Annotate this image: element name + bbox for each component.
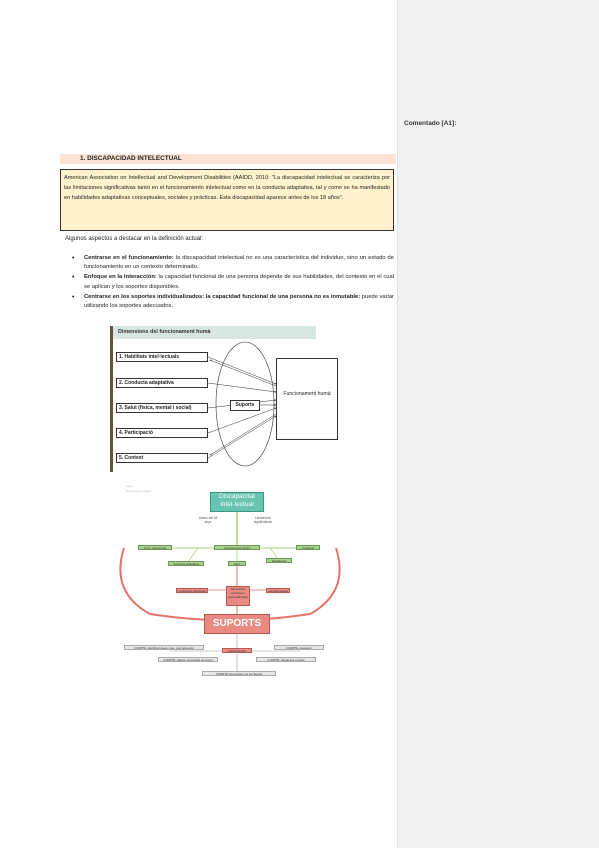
grey-node: COMPTE: identificar àrees i cap. més rel… bbox=[124, 645, 204, 650]
grey-node: COMPTE: Reconèixer qui és l'afectat bbox=[202, 671, 276, 676]
green-node: Conducta adaptativa bbox=[168, 561, 204, 566]
bullet-bold: Centrarse en el funcionamiento: bbox=[84, 255, 174, 261]
dimensions-arrows bbox=[207, 341, 277, 467]
bullet-text: puede variar utilizando los soportes ade… bbox=[84, 293, 394, 310]
grey-node: COMPTE: Seguiment i revisió bbox=[256, 657, 316, 662]
bullet-text: la discapacidad intelectual no es una ca… bbox=[84, 255, 394, 271]
dimension-box: 2. Conducta adaptativa bbox=[116, 378, 208, 388]
supports-box: Suports bbox=[230, 400, 260, 411]
document-page: 1. DISCAPACIDAD INTELECTUAL American Ass… bbox=[0, 0, 397, 848]
dimension-box: 5. Context bbox=[116, 453, 208, 463]
red-node: Limitacions funcionals bbox=[176, 588, 208, 593]
faint-title: Logo bbox=[126, 484, 133, 488]
green-node: Func. intel·lectual bbox=[138, 545, 172, 550]
red-node: Funcionament bbox=[222, 648, 252, 653]
dimensions-title-bar: Dimensions del funcionament humà bbox=[110, 326, 316, 339]
bullet-list: Centrarse en el funcionamiento: la disca… bbox=[72, 254, 394, 312]
green-node: Funcionament humà bbox=[214, 545, 260, 550]
dimensions-diagram: Dimensions del funcionament humà 1. Habi… bbox=[110, 326, 338, 472]
comment-pane: Comentado [A1]: bbox=[397, 0, 599, 848]
section-heading: 1. DISCAPACIDAD INTELECTUAL bbox=[60, 154, 396, 164]
diagram-border-line bbox=[110, 326, 113, 472]
bullet-item: Centrarse en el funcionamiento: la disca… bbox=[72, 254, 394, 272]
human-functioning-box: Funcionament humà bbox=[276, 358, 338, 440]
green-node: Participació bbox=[266, 558, 292, 563]
bullet-bold: Centrarse en los soportes individualizad… bbox=[84, 293, 361, 300]
bullet-item: Enfoque en la interacción: la capacidad … bbox=[72, 273, 394, 291]
dimensions-title: Dimensions del funcionament humà bbox=[118, 329, 211, 335]
comment-title[interactable]: Comentado [A1]: bbox=[404, 120, 457, 127]
top-node: Discapacitat intel·lectual bbox=[210, 492, 264, 512]
section-heading-text: 1. DISCAPACIDAD INTELECTUAL bbox=[80, 155, 182, 162]
right-branch-label: Limitacions significatives bbox=[253, 516, 273, 524]
definition-box: American Association on Intellectual and… bbox=[60, 169, 394, 231]
dimension-box: 4. Participació bbox=[116, 428, 208, 438]
faint-subtitle: Ideas de lluny a agafar bbox=[126, 490, 152, 493]
concept-map-lines bbox=[119, 512, 341, 674]
grey-node: COMPTE: Valorar necessitats de suport bbox=[158, 657, 218, 662]
red-node: Necessitats concretes i personalitzades bbox=[226, 586, 250, 606]
left-branch-label: Abans del 18 anys bbox=[198, 516, 218, 524]
intro-text: Algunos aspectos a destacar en la defini… bbox=[65, 236, 204, 242]
red-node: Característiques bbox=[266, 588, 290, 593]
dimension-box: 1. Habilitats intel·lectuals bbox=[116, 352, 208, 362]
green-node: Salut bbox=[228, 561, 246, 566]
bullet-bold: Enfoque en la interacción: bbox=[84, 274, 157, 281]
dimension-box: 3. Salut (física, mental i social) bbox=[116, 403, 208, 413]
bullet-text: la capacidad funcional de una persona de… bbox=[84, 274, 394, 290]
bullet-item: Centrarse en los soportes individualizad… bbox=[72, 293, 394, 311]
green-node: Conducta bbox=[296, 545, 320, 550]
concept-map-diagram: Logo Ideas de lluny a agafar Discapacita… bbox=[110, 482, 350, 684]
grey-node: COMPTE: Avaluació bbox=[274, 645, 324, 650]
supports-node: SUPORTS bbox=[204, 614, 270, 634]
